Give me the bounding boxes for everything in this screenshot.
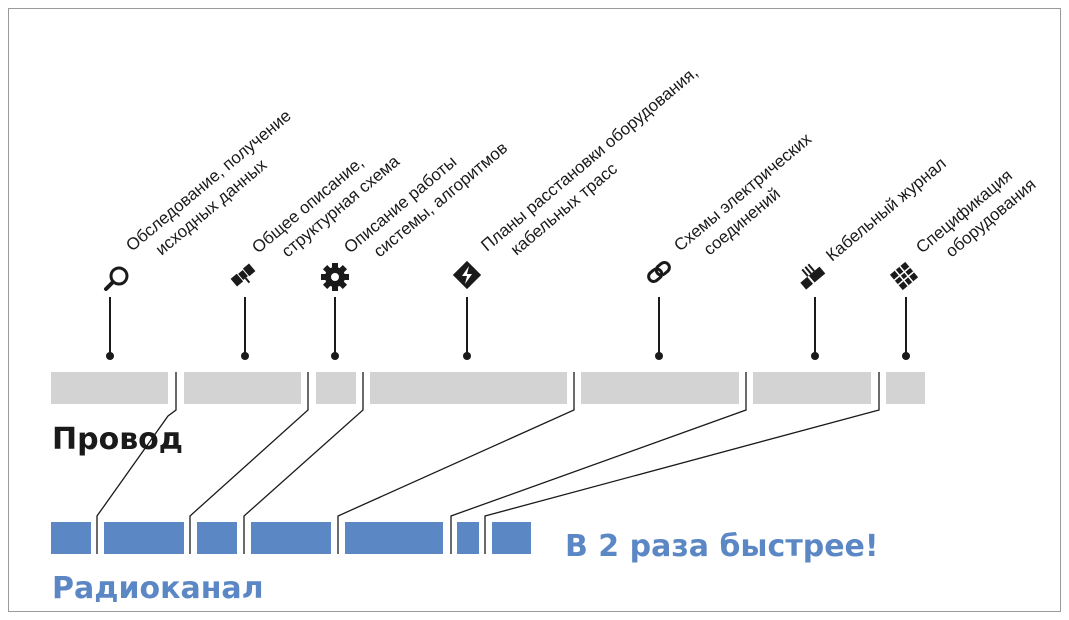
radio-segment-specification xyxy=(492,522,531,554)
wire-segment-survey xyxy=(51,372,168,404)
dot-electrical-schemes xyxy=(655,352,663,360)
radio-segment-general-description xyxy=(104,522,184,554)
dot-cable-log xyxy=(811,352,819,360)
radio-title: Радиоканал xyxy=(52,571,264,606)
dot-general-description xyxy=(241,352,249,360)
wire-segment-cable-log xyxy=(753,372,871,404)
wire-title: Провод xyxy=(52,422,183,457)
connector-5 xyxy=(450,372,747,554)
radio-timeline xyxy=(51,522,531,554)
wire-segment-equipment-plans xyxy=(370,372,567,404)
wire-segment-operation-description xyxy=(316,372,356,404)
gear-icon xyxy=(321,263,349,291)
diagram-frame xyxy=(8,8,1061,612)
radio-segment-survey xyxy=(51,522,91,554)
stage-dots xyxy=(106,352,910,360)
connector-1 xyxy=(96,372,177,554)
wire-segment-electrical-schemes xyxy=(581,372,739,404)
grid-icon xyxy=(889,261,919,291)
svg-text:Схемы электрическихсоединений: Схемы электрическихсоединений xyxy=(670,129,829,272)
stage-pins xyxy=(109,297,907,355)
connector-3 xyxy=(243,372,364,554)
magnifier-icon xyxy=(104,266,129,291)
connector-2 xyxy=(189,372,309,554)
radio-segment-equipment-plans xyxy=(251,522,331,554)
dot-equipment-plans xyxy=(463,352,471,360)
connector-4 xyxy=(337,372,575,554)
connector-6 xyxy=(484,372,880,554)
radio-segment-cable-log xyxy=(457,522,479,554)
satellite-icon xyxy=(230,263,256,287)
wire-segment-specification xyxy=(886,372,925,404)
cable-icon xyxy=(800,263,826,290)
stage-label-electrical-schemes: Схемы электрическихсоединений xyxy=(670,129,829,272)
radio-segment-electrical-schemes xyxy=(345,522,443,554)
wire-timeline xyxy=(51,372,925,404)
timeline-connectors xyxy=(96,372,880,554)
speed-tagline: В 2 раза быстрее! xyxy=(565,529,879,564)
radio-segment-operation-description xyxy=(197,522,237,554)
lightning-icon xyxy=(452,260,482,290)
dot-operation-description xyxy=(331,352,339,360)
chain-link-icon xyxy=(647,261,671,283)
dot-specification xyxy=(902,352,910,360)
dot-survey xyxy=(106,352,114,360)
wire-segment-general-description xyxy=(184,372,301,404)
